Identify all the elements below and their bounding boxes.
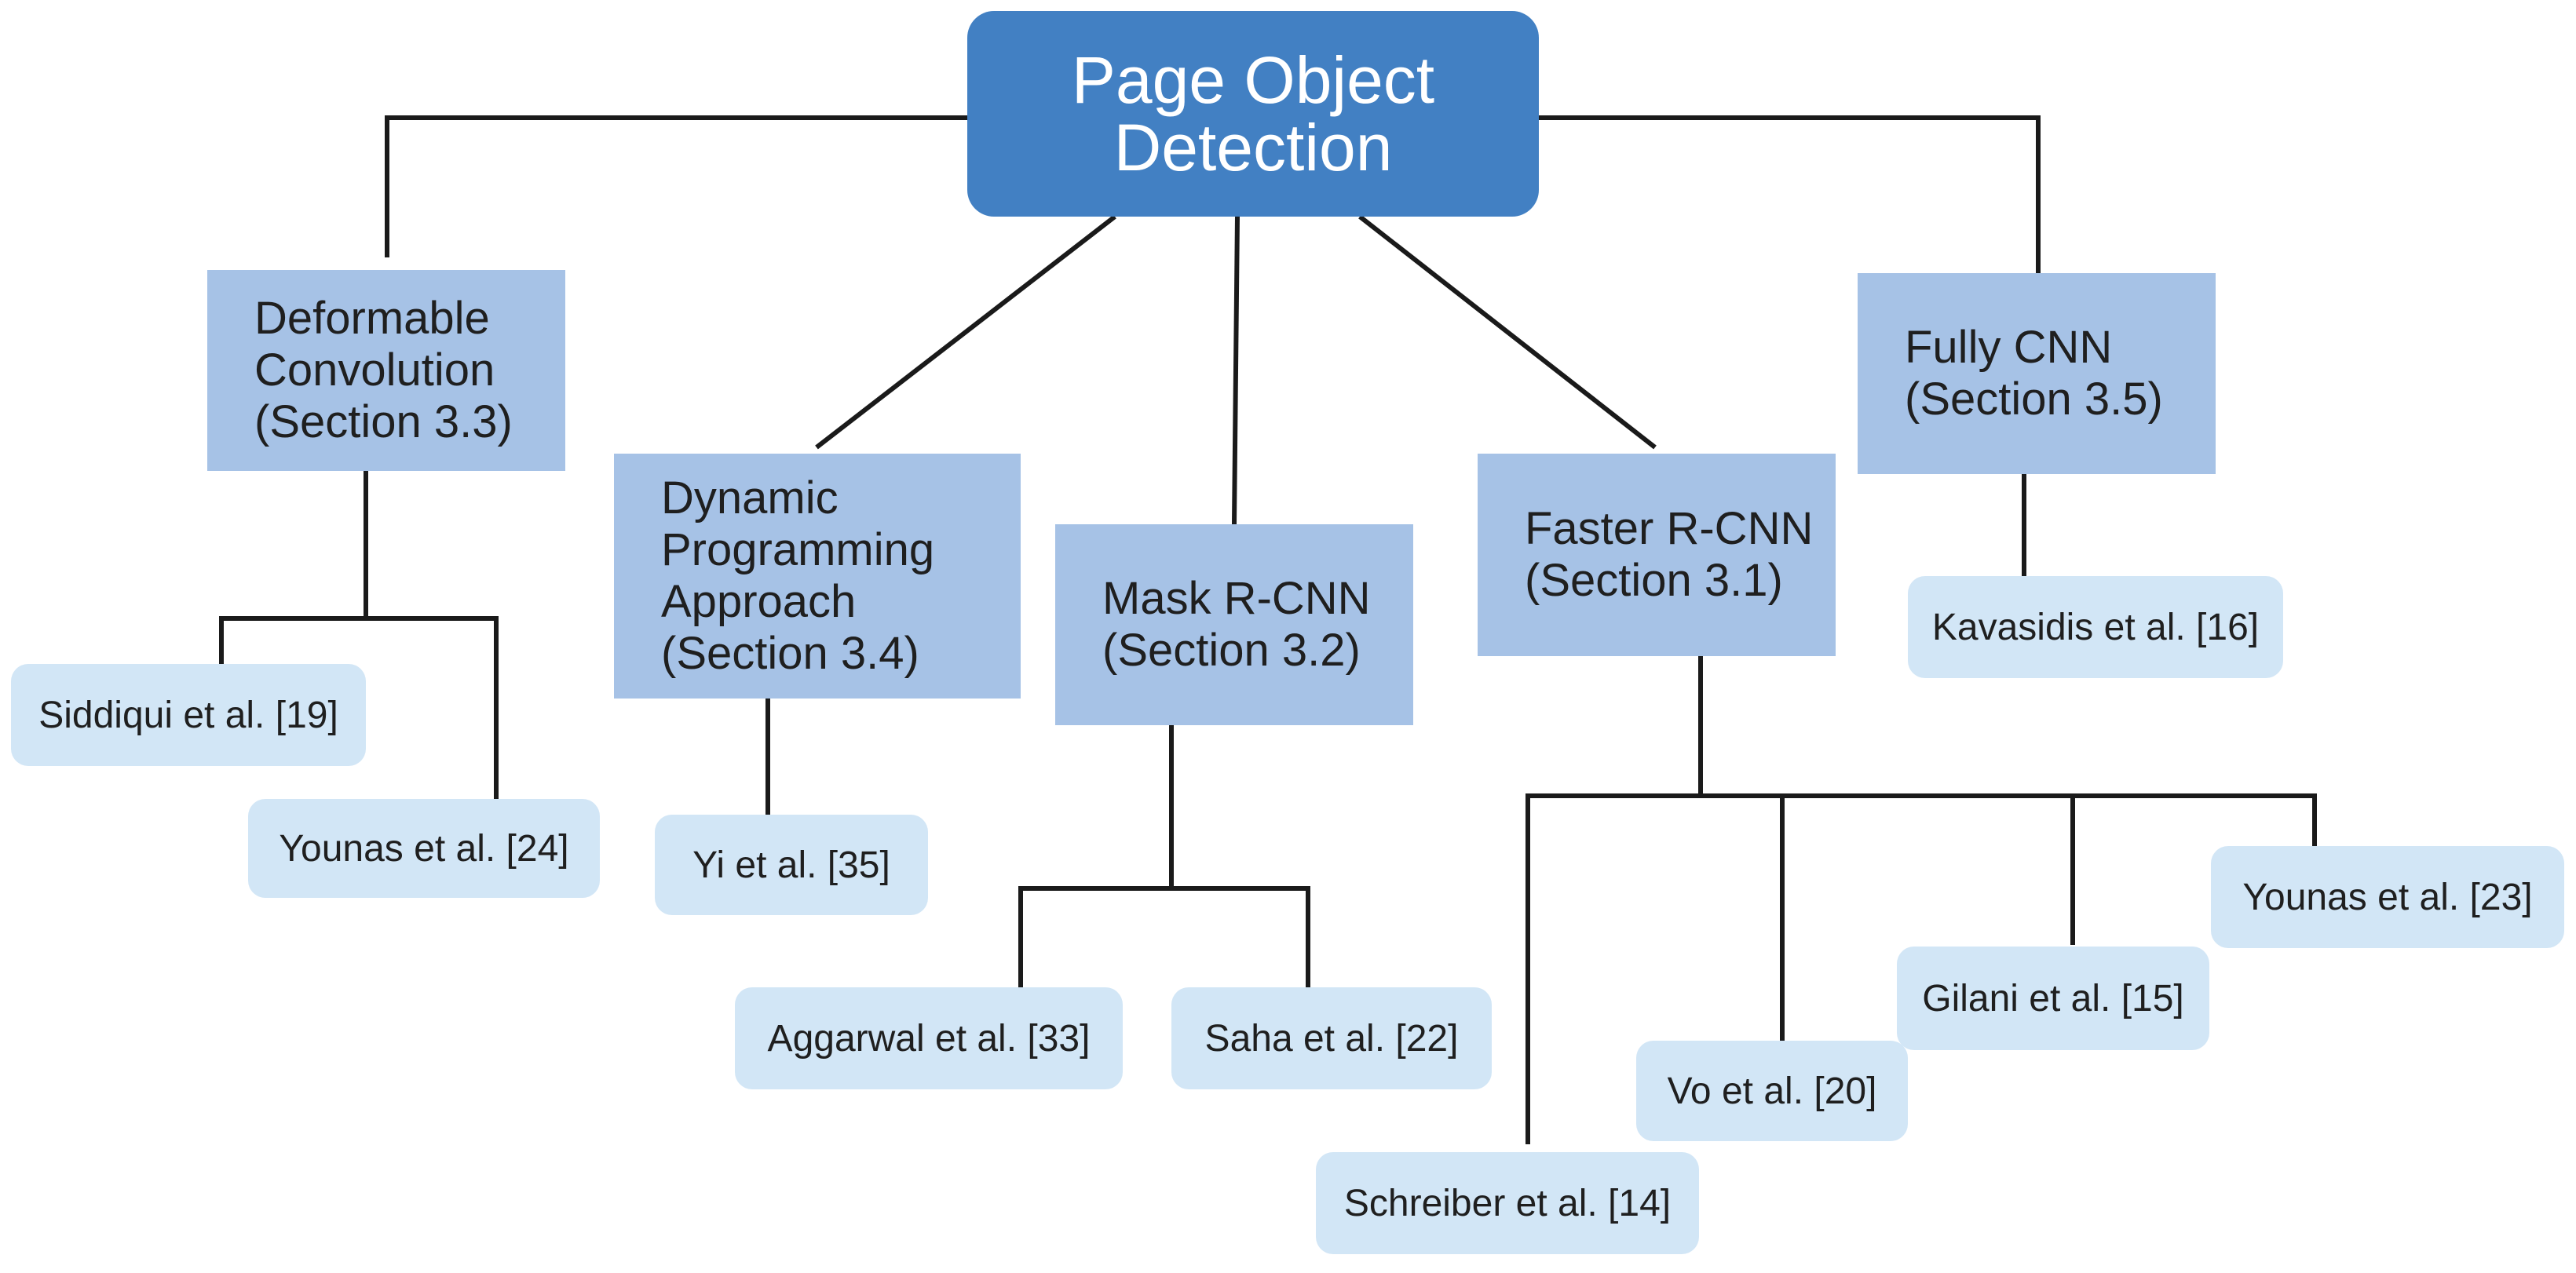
method-label-line: Fully CNN — [1905, 322, 2113, 373]
method-label-line: Programming — [661, 524, 935, 575]
method-label-line: (Section 3.5) — [1905, 374, 2163, 425]
connector-faster-bar — [1526, 793, 2317, 1144]
root-title-line-2: Detection — [1113, 111, 1393, 184]
reference-aggarwal: Aggarwal et al. [33] — [735, 987, 1123, 1089]
connector-root-mask — [1232, 216, 1240, 525]
connector-root-fully — [1539, 115, 2041, 273]
reference-saha: Saha et al. [22] — [1171, 987, 1492, 1089]
reference-yi: Yi et al. [35] — [655, 815, 928, 915]
method-label-line: (Section 3.4) — [661, 628, 919, 679]
reference-gilani: Gilani et al. [15] — [1897, 947, 2209, 1050]
root-title-line-1: Page Object — [1071, 43, 1435, 117]
reference-schreiber: Schreiber et al. [14] — [1316, 1152, 1699, 1254]
connector-root-faster — [1358, 214, 1657, 450]
method-label-line: (Section 3.2) — [1102, 625, 1361, 676]
method-label-line: Faster R-CNN — [1525, 503, 1814, 554]
reference-kavasidis: Kavasidis et al. [16] — [1908, 576, 2283, 678]
method-label-line: Deformable — [254, 293, 490, 344]
method-label-line: (Section 3.3) — [254, 396, 513, 447]
root-node: Page Object Detection — [967, 11, 1539, 217]
reference-younas-23: Younas et al. [23] — [2211, 846, 2564, 948]
connector-root-dynamic — [815, 214, 1116, 450]
method-label-line: Mask R-CNN — [1102, 573, 1371, 624]
reference-vo: Vo et al. [20] — [1636, 1041, 1908, 1141]
reference-siddiqui: Siddiqui et al. [19] — [11, 664, 366, 766]
method-faster-rcnn: Faster R-CNN (Section 3.1) — [1478, 454, 1836, 656]
connector-mask-bar — [1018, 886, 1310, 987]
connector-root-deformable — [385, 115, 967, 257]
method-deformable-convolution: Deformable Convolution (Section 3.3) — [207, 270, 565, 471]
method-dynamic-programming: Dynamic Programming Approach (Section 3.… — [614, 454, 1021, 699]
method-label-line: Convolution — [254, 345, 495, 396]
method-label-line: Approach — [661, 576, 857, 627]
connector-deformable-bar — [219, 616, 499, 799]
reference-younas-24: Younas et al. [24] — [248, 799, 600, 898]
method-mask-rcnn: Mask R-CNN (Section 3.2) — [1055, 524, 1413, 725]
method-fully-cnn: Fully CNN (Section 3.5) — [1858, 273, 2216, 474]
method-label-line: (Section 3.1) — [1525, 555, 1783, 606]
method-label-line: Dynamic — [661, 472, 839, 523]
